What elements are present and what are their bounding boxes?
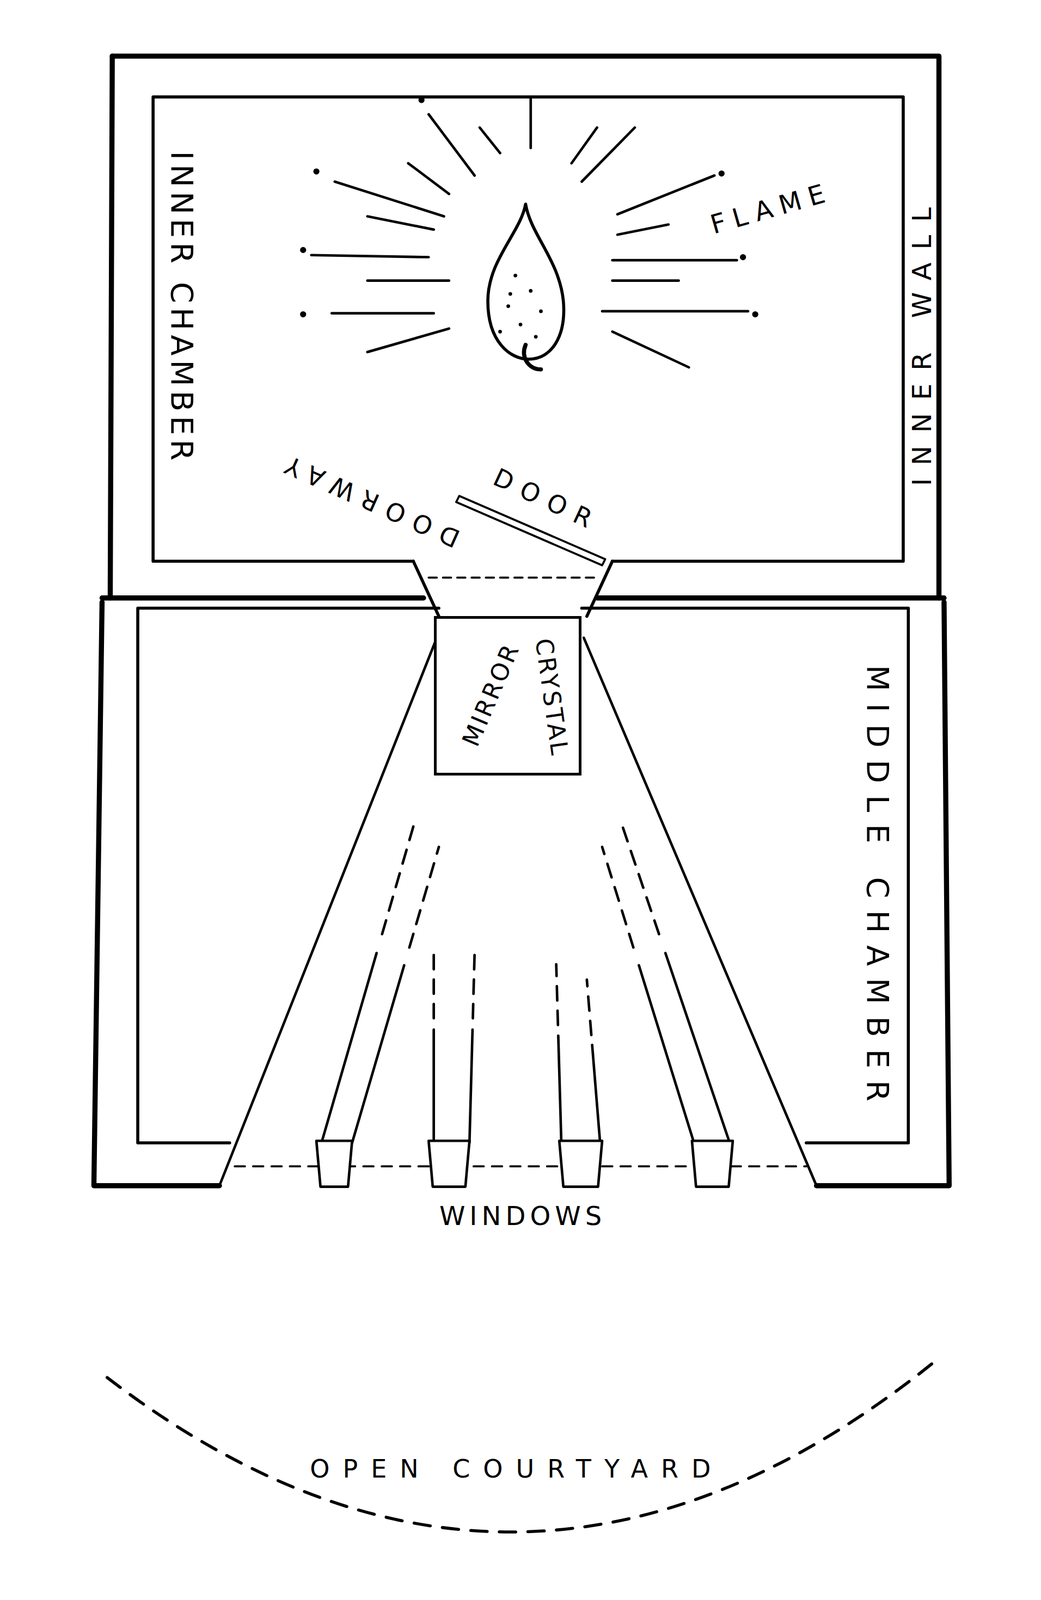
text-holder: MIRROR: [457, 639, 524, 752]
dividing-wall: [597, 595, 945, 601]
ray-dot: [300, 247, 306, 253]
light-ray: [367, 279, 450, 283]
window-light-line: [321, 953, 377, 1144]
light-ray: [602, 310, 749, 314]
mirror-crystal-box: MIRRORCRYSTAL: [433, 616, 583, 776]
doorway-label: DOORWAY: [272, 448, 473, 556]
window-light-line: [622, 827, 659, 935]
light-ray: [331, 311, 434, 315]
window-light-line: [592, 1045, 601, 1144]
middle-wall-line: [581, 608, 909, 1144]
text-holder: INNER CHAMBER: [166, 147, 198, 466]
ray-dot: [740, 254, 746, 260]
window-light-line: [638, 965, 694, 1144]
window-pier: [559, 1141, 603, 1187]
outer-wall: [112, 56, 939, 599]
text-holder: CRYSTAL: [531, 634, 573, 759]
window-light-line: [382, 827, 414, 935]
wick: [524, 345, 542, 370]
light-ray: [617, 224, 669, 236]
chamber-label: INNER CHAMBER: [166, 147, 198, 466]
outer-wall: [816, 602, 950, 1187]
ray-dot: [719, 170, 725, 176]
window-light-line: [556, 964, 559, 1026]
light-ray: [479, 127, 500, 153]
inner-wall-line: [152, 96, 904, 562]
window-light-line: [409, 847, 439, 948]
ray-group: [300, 97, 758, 368]
dividing-wall: [101, 595, 424, 601]
courtyard-boundary: [107, 1362, 934, 1533]
flame-speck: [528, 289, 533, 293]
light-ray: [334, 181, 445, 217]
doorway-threshold: [428, 576, 600, 579]
flame-speck: [518, 322, 523, 327]
light-ray: [529, 96, 532, 149]
light-ray: [612, 279, 679, 283]
text-holder: OPEN COURTYARD: [296, 1456, 724, 1483]
light-ray: [571, 127, 598, 164]
window-light-line: [469, 1030, 473, 1144]
text-holder: WINDOWS: [435, 1203, 606, 1230]
text-holder: MIDDLE CHAMBER: [862, 653, 893, 1114]
chamber-label: CRYSTAL: [531, 634, 573, 759]
window-group: [316, 827, 733, 1188]
light-ray: [612, 259, 738, 262]
ray-dot: [752, 311, 758, 317]
text-holder: DOORWAY: [272, 448, 473, 556]
light-ray: [581, 127, 635, 182]
text-holder: DOOR: [480, 460, 605, 536]
door-label: DOOR: [480, 460, 605, 536]
light-ray: [428, 114, 475, 176]
windows-label: WINDOWS: [435, 1203, 606, 1230]
text-holder: FLAME: [700, 178, 836, 241]
window-light-line: [432, 1030, 436, 1144]
flame-speck: [513, 273, 518, 278]
window-light-line: [558, 1036, 562, 1144]
window-light-line: [432, 954, 436, 1019]
ray-dot: [418, 97, 424, 103]
wall-label: INNER WALL: [908, 194, 935, 500]
light-ray: [408, 163, 450, 194]
flame-speck: [498, 329, 502, 334]
light-ray: [612, 331, 690, 368]
flame-speck: [534, 334, 538, 339]
chamber-label: MIDDLE CHAMBER: [862, 653, 893, 1114]
chamber-label: MIRROR: [457, 639, 524, 752]
light-ray: [367, 328, 450, 353]
light-ray: [367, 216, 434, 230]
flame-speck: [539, 309, 543, 314]
light-ray: [311, 255, 430, 258]
text-holder: INNER WALL: [908, 194, 935, 500]
doorway-jamb: [586, 561, 613, 617]
light-beam: [583, 638, 817, 1187]
courtyard-label: OPEN COURTYARD: [296, 1456, 724, 1483]
flame-shape: [487, 204, 564, 360]
window-pier: [428, 1141, 470, 1187]
outer-wall: [109, 56, 113, 599]
window-light-line: [602, 847, 634, 948]
outer-wall: [93, 602, 220, 1187]
window-light-line: [352, 965, 405, 1144]
middle-chamber-area: MIDDLE CHAMBER MIRRORCRYSTAL: [137, 608, 909, 1143]
doorway-jamb: [413, 561, 439, 617]
light-ray: [617, 175, 715, 215]
light-beam: [219, 638, 437, 1187]
window-pier: [692, 1141, 733, 1187]
flame-label: FLAME: [700, 178, 836, 241]
window-pier: [316, 1141, 353, 1187]
ray-dot: [300, 311, 306, 317]
window-light-line: [586, 980, 592, 1036]
window-light-line: [665, 953, 730, 1144]
flame-speck: [506, 304, 511, 309]
window-light-line: [472, 954, 475, 1019]
flame-speck: [508, 292, 513, 297]
middle-wall-line: [137, 608, 439, 1144]
ray-dot: [313, 168, 319, 174]
